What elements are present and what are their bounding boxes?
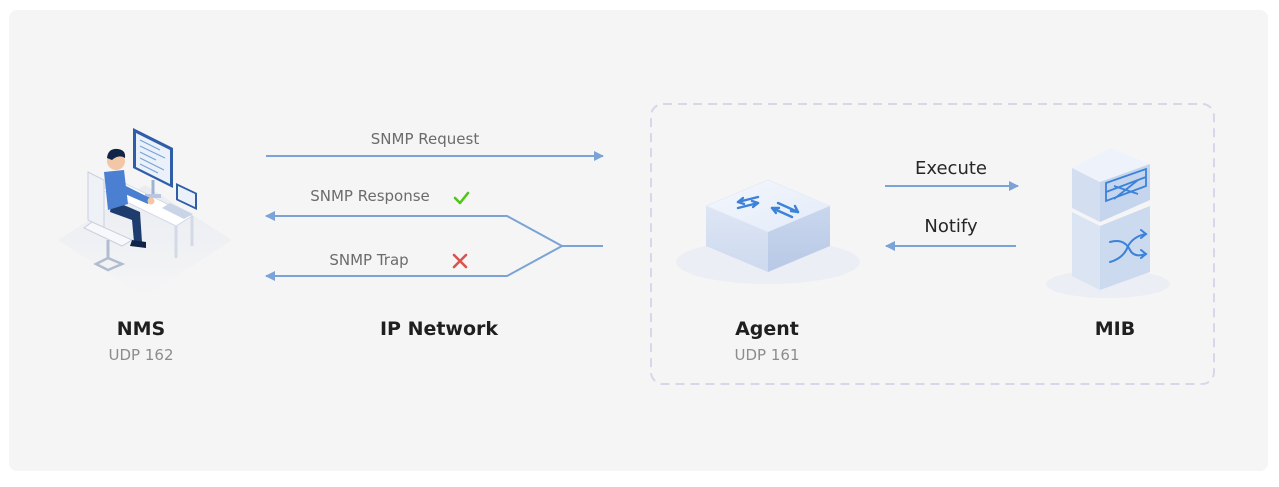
snmp-trap-arrow	[265, 245, 563, 281]
notify-label: Notify	[924, 216, 978, 237]
snmp-trap-label: SNMP Trap	[329, 251, 409, 269]
agent-port: UDP 161	[734, 346, 800, 364]
mib-title: MIB	[1094, 318, 1136, 340]
nms-port: UDP 162	[108, 346, 174, 364]
execute-label: Execute	[915, 158, 987, 179]
snmp-request-label: SNMP Request	[370, 130, 480, 148]
check-icon	[453, 191, 470, 205]
agent-switch-icon	[676, 179, 860, 284]
ip-network-title: IP Network	[379, 318, 499, 340]
mib-database-icon	[1046, 148, 1170, 298]
cross-icon	[452, 253, 468, 269]
nms-title: NMS	[116, 318, 166, 340]
snmp-response-arrow	[265, 211, 563, 247]
nms-workstation-icon	[58, 128, 232, 297]
agent-title: Agent	[735, 318, 799, 340]
agent-domain-border	[650, 103, 1215, 385]
snmp-response-label: SNMP Response	[310, 187, 430, 205]
